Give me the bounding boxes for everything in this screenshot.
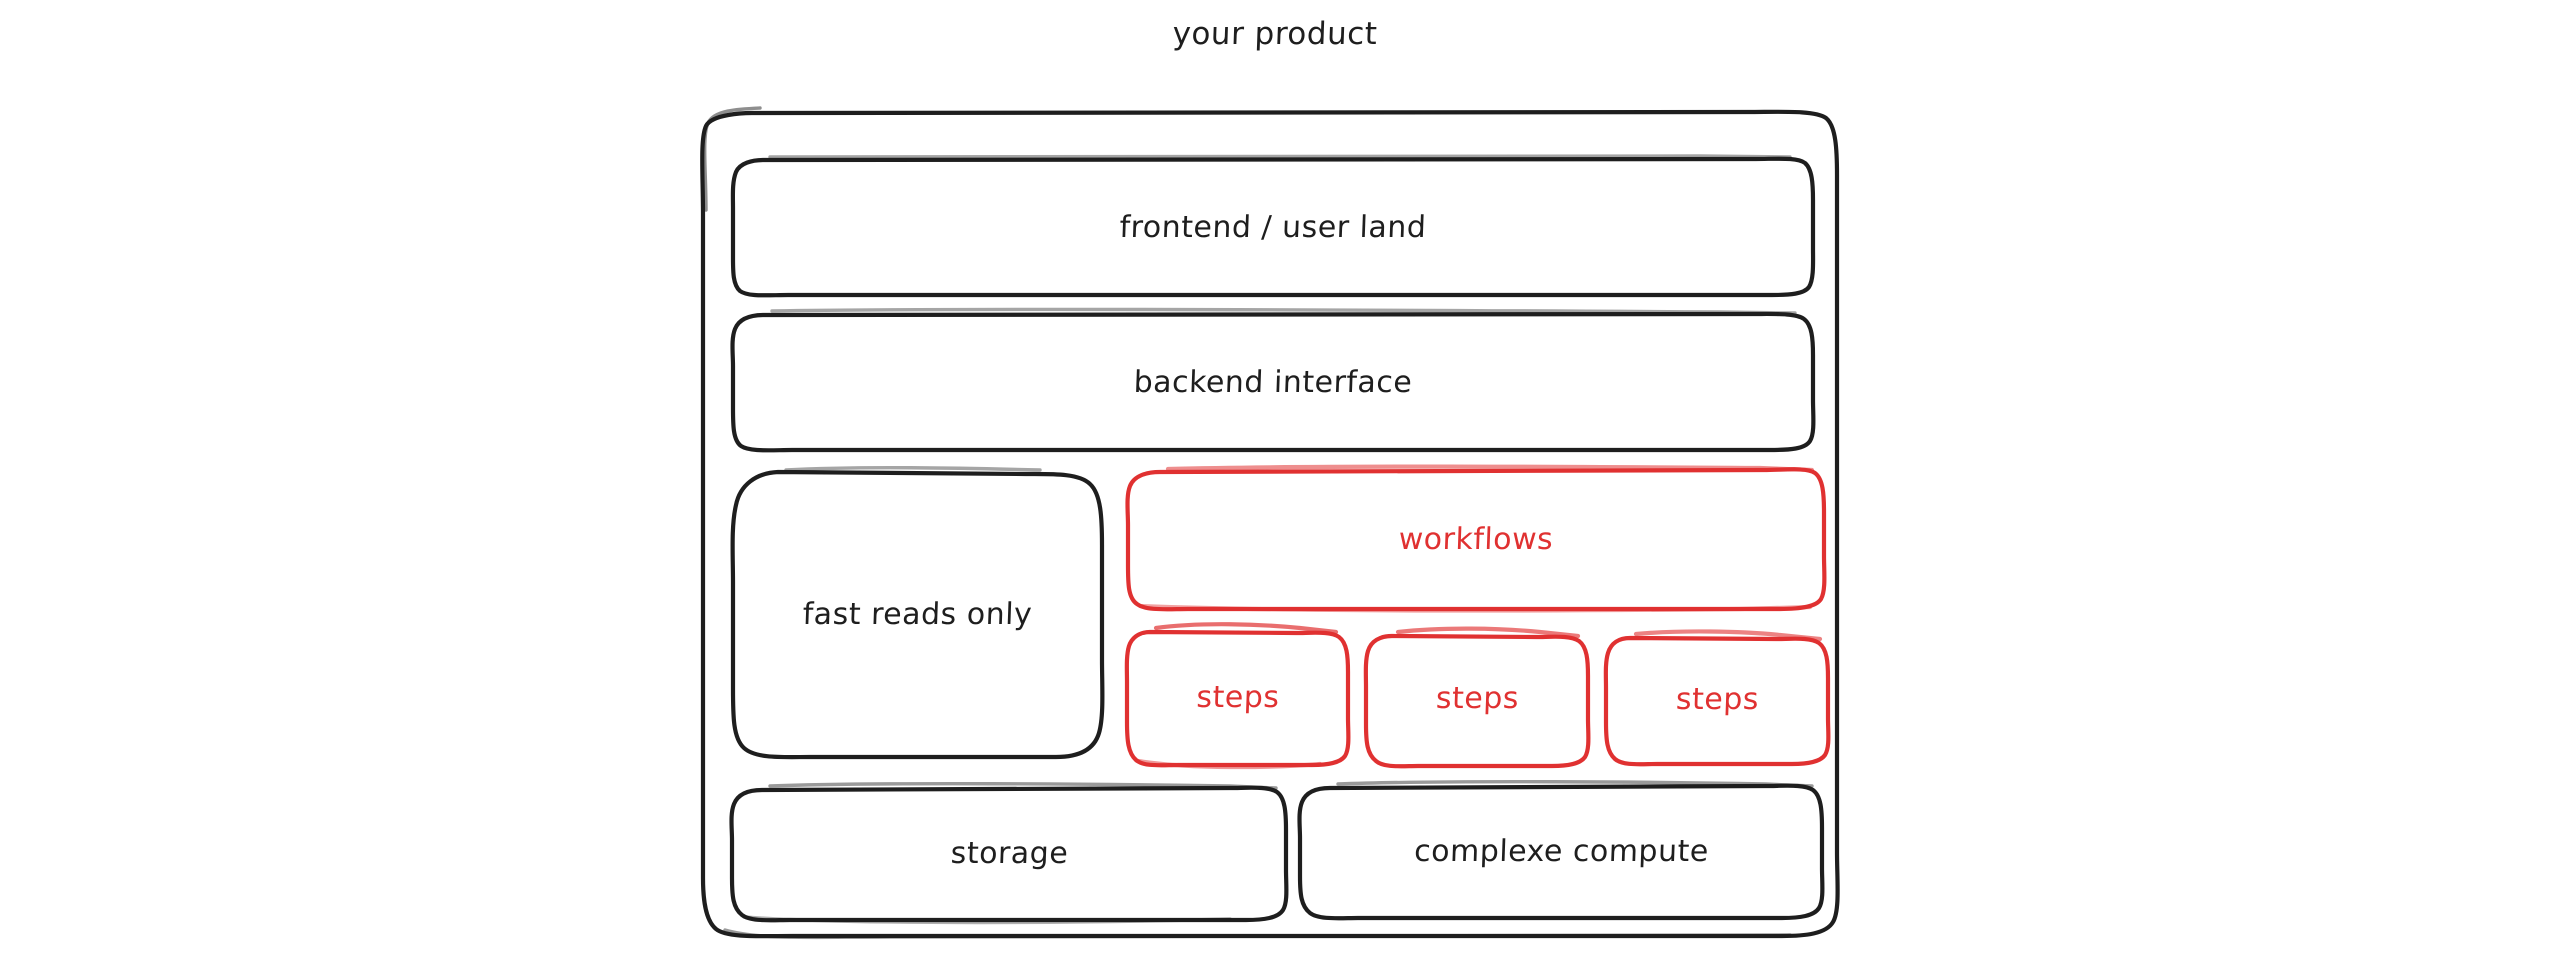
diagram-title: your product (1171, 16, 1379, 52)
label-steps-2: steps (1435, 681, 1520, 716)
label-backend-interface: backend interface (1133, 364, 1413, 400)
label-steps-1: steps (1195, 679, 1281, 715)
label-workflows: workflows (1398, 521, 1554, 557)
label-fast-reads-only: fast reads only (802, 596, 1033, 632)
label-complexe-compute: complexe compute (1413, 834, 1710, 869)
label-steps-3: steps (1675, 681, 1760, 717)
label-frontend-user-land: frontend / user land (1118, 209, 1428, 245)
label-storage: storage (950, 836, 1069, 871)
